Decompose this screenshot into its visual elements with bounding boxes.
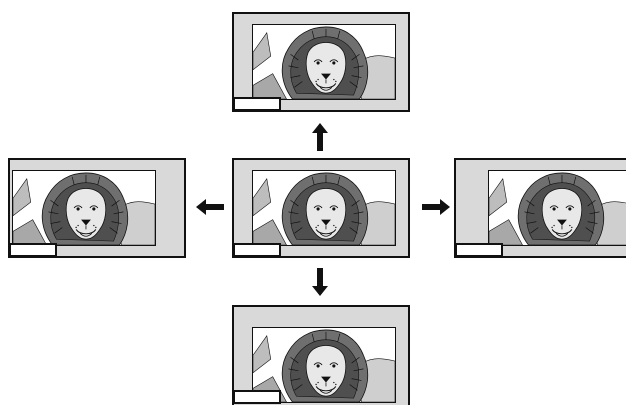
sub-window-indicator bbox=[234, 243, 281, 256]
sub-window-indicator bbox=[234, 390, 281, 404]
panel-left bbox=[8, 158, 186, 258]
lion-image-icon bbox=[488, 170, 626, 246]
panel-bottom bbox=[232, 305, 410, 405]
panel-top bbox=[232, 12, 410, 112]
lion-image-icon bbox=[252, 170, 396, 246]
lion-image-icon bbox=[12, 170, 156, 246]
sub-window-indicator bbox=[10, 243, 57, 256]
arrow-down-icon bbox=[312, 268, 328, 296]
sub-window-indicator bbox=[456, 243, 503, 256]
arrow-right-icon bbox=[422, 199, 450, 215]
panel-center bbox=[232, 158, 410, 258]
sub-window-indicator bbox=[234, 97, 281, 110]
arrow-up-icon bbox=[312, 123, 328, 151]
lion-image-icon bbox=[252, 24, 396, 100]
panel-right bbox=[454, 158, 626, 258]
arrow-left-icon bbox=[196, 199, 224, 215]
